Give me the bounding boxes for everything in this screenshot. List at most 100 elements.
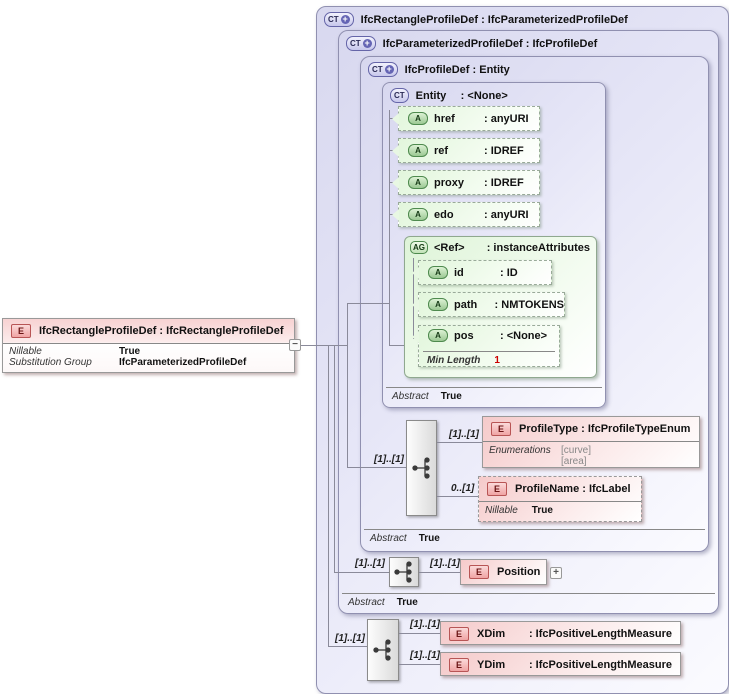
abstract-row: Abstract True xyxy=(364,529,705,544)
element-header: E ProfileType : IfcProfileTypeEnum xyxy=(483,417,699,442)
attribute-type: : ID xyxy=(500,266,518,279)
plus-icon: + xyxy=(362,38,372,48)
complextype-icon: CT+ xyxy=(346,36,376,51)
element-icon: E xyxy=(469,565,489,579)
abstract-label: Abstract xyxy=(392,391,429,402)
collapse-icon[interactable]: − xyxy=(289,339,301,351)
nillable-row: Nillable True xyxy=(479,502,641,516)
element-title: ProfileType : IfcProfileTypeEnum xyxy=(519,423,691,435)
attribute-icon: A xyxy=(428,298,448,311)
enum-value: [area] xyxy=(561,456,587,467)
element-type: : IfcPositiveLengthMeasure xyxy=(528,659,672,671)
attributegroup-type: : instanceAttributes xyxy=(486,241,590,254)
connector-line xyxy=(347,303,348,468)
attribute-type: : IDREF xyxy=(484,144,524,157)
connector-line xyxy=(413,258,414,338)
sequence-icon[interactable] xyxy=(406,420,437,516)
notch-icon xyxy=(412,266,419,279)
element-name: YDim xyxy=(477,659,506,671)
complextype-title: IfcParameterizedProfileDef : IfcProfileD… xyxy=(382,37,598,50)
complextype-header: CT+ IfcProfileDef : Entity xyxy=(361,57,708,77)
notch-icon xyxy=(392,144,399,157)
attribute-name: id xyxy=(454,266,464,279)
complextype-icon: CT+ xyxy=(324,12,354,27)
attribute-name: edo xyxy=(434,208,454,221)
attributegroup-header: AG <Ref> : instanceAttributes xyxy=(405,237,596,254)
connector-line xyxy=(334,572,389,573)
complextype-header: CT+ IfcParameterizedProfileDef : IfcProf… xyxy=(339,31,718,51)
facet-row: Min Length 1 xyxy=(423,351,555,366)
complextype-icon: CT xyxy=(390,88,409,103)
abstract-value: True xyxy=(396,597,418,608)
attribute-icon: A xyxy=(408,176,428,189)
sequence-icon[interactable] xyxy=(367,619,399,681)
sequence-icon[interactable] xyxy=(389,557,419,587)
connector-line xyxy=(328,646,367,647)
attribute-type: : IDREF xyxy=(484,176,524,189)
attribute-name: proxy xyxy=(434,176,464,189)
cardinality-label: [1]..[1] xyxy=(374,454,404,465)
attribute-href[interactable]: A href : anyURI xyxy=(392,106,540,131)
notch-icon xyxy=(392,112,399,125)
element-box-ifcrectangleprofiledef[interactable]: E IfcRectangleProfileDef : IfcRectangleP… xyxy=(2,318,295,373)
attribute-name: href xyxy=(434,112,455,125)
attribute-type: : anyURI xyxy=(484,208,529,221)
abstract-label: Abstract xyxy=(370,533,407,544)
expand-icon[interactable]: + xyxy=(550,567,562,579)
element-box-profiletype[interactable]: E ProfileType : IfcProfileTypeEnum Enume… xyxy=(482,416,700,468)
complextype-header: CT Entity : <None> xyxy=(383,83,605,103)
plus-icon: + xyxy=(340,14,350,24)
abstract-row: Abstract True xyxy=(342,593,715,608)
cardinality-label: [1]..[1] xyxy=(410,619,440,630)
attribute-name: path xyxy=(454,298,478,311)
attribute-proxy[interactable]: A proxy : IDREF xyxy=(392,170,540,195)
connector-line xyxy=(347,467,406,468)
attribute-edo[interactable]: A edo : anyURI xyxy=(392,202,540,227)
element-header: E XDim : IfcPositiveLengthMeasure xyxy=(441,622,680,646)
complextype-name: Entity xyxy=(415,89,447,102)
attributegroup-icon: AG xyxy=(410,241,428,254)
attribute-type: : NMTOKENS xyxy=(494,298,564,311)
notch-icon xyxy=(412,298,419,311)
abstract-value: True xyxy=(418,533,440,544)
cardinality-label: 0..[1] xyxy=(451,483,475,494)
facet-label: Min Length xyxy=(427,355,481,366)
element-box-xdim[interactable]: E XDim : IfcPositiveLengthMeasure xyxy=(440,621,681,645)
enum-value: [curve] xyxy=(561,445,592,456)
attribute-pos[interactable]: A pos : <None> Min Length 1 xyxy=(412,325,560,367)
cardinality-label: [1]..[1] xyxy=(410,650,440,661)
complextype-icon: CT+ xyxy=(368,62,398,77)
connector-line xyxy=(437,442,482,443)
cardinality-label: [1]..[1] xyxy=(430,558,460,569)
attribute-path[interactable]: A path : NMTOKENS xyxy=(412,292,565,317)
attribute-type: : <None> xyxy=(500,329,548,342)
attribute-pos-header: A pos : <None> xyxy=(419,326,559,345)
abstract-value: True xyxy=(440,391,462,402)
attribute-ref[interactable]: A ref : IDREF xyxy=(392,138,540,163)
nillable-label: Nillable xyxy=(9,346,42,357)
complextype-basetype: : <None> xyxy=(460,89,508,102)
attribute-icon: A xyxy=(408,208,428,221)
attribute-icon: A xyxy=(408,112,428,125)
attributegroup-name: <Ref> xyxy=(434,241,465,254)
attribute-type: : anyURI xyxy=(484,112,529,125)
attribute-name: ref xyxy=(434,144,449,157)
element-icon: E xyxy=(11,324,31,338)
facet-value: 1 xyxy=(494,355,500,366)
connector-line xyxy=(419,572,460,573)
element-header: E ProfileName : IfcLabel xyxy=(479,477,641,502)
attribute-name: pos xyxy=(454,329,474,342)
connector-line xyxy=(437,496,478,497)
complextype-title: IfcProfileDef : Entity xyxy=(404,63,510,76)
element-type: : IfcPositiveLengthMeasure xyxy=(528,628,672,640)
cardinality-label: [1]..[1] xyxy=(335,633,365,644)
element-box-ydim[interactable]: E YDim : IfcPositiveLengthMeasure xyxy=(440,652,681,676)
enumerations-label: Enumerations xyxy=(489,445,551,456)
element-name: XDim xyxy=(477,628,506,640)
complextype-title: IfcRectangleProfileDef : IfcParameterize… xyxy=(360,13,628,26)
element-box-position[interactable]: E Position xyxy=(460,559,547,585)
attribute-icon: A xyxy=(408,144,428,157)
element-box-profilename[interactable]: E ProfileName : IfcLabel Nillable True xyxy=(478,476,642,522)
attribute-id[interactable]: A id : ID xyxy=(412,260,552,285)
